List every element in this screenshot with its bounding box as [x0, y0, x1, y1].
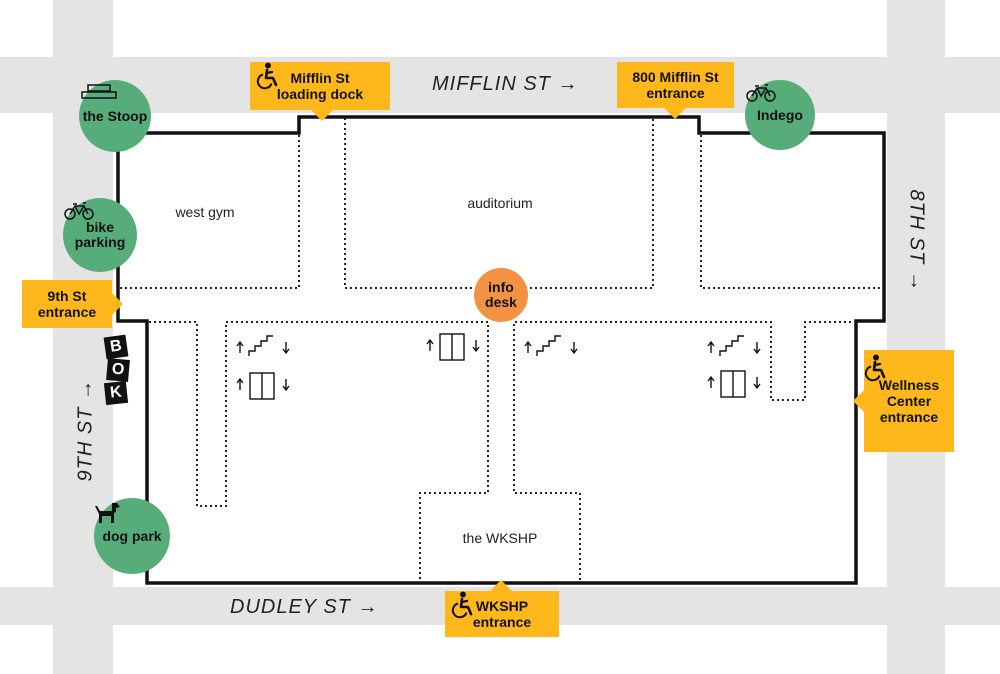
stairs-icon — [707, 335, 761, 356]
entrance-label: Wellness — [878, 377, 940, 393]
elevator-icon — [426, 333, 480, 361]
entrance-pointer — [311, 110, 333, 121]
info-label: desk — [485, 294, 517, 310]
street-mifflin — [0, 57, 1000, 113]
entrance-label: entrance — [879, 409, 939, 425]
place-the-stoop[interactable]: the Stoop — [79, 80, 151, 152]
east-room-wall — [700, 135, 882, 289]
street-label-9th: 9TH ST → — [74, 379, 97, 482]
entrance-label: entrance — [37, 304, 97, 320]
room-wkshp: the WKSHP — [462, 530, 538, 546]
room-auditorium: auditorium — [467, 195, 533, 211]
entrance-pointer — [490, 580, 512, 591]
bok-sign-letter: O — [106, 358, 130, 382]
entrance-label: Center — [886, 393, 932, 409]
entrance-pointer — [853, 390, 864, 412]
street-8th — [887, 0, 945, 674]
stairs-icon — [524, 335, 578, 356]
elevator-icon — [236, 372, 290, 400]
street-label-dudley: DUDLEY ST → — [230, 596, 379, 618]
entrance-label: entrance — [646, 85, 705, 101]
place-label: Indego — [757, 106, 803, 123]
bicycle-icon — [746, 84, 776, 102]
building-outline — [116, 115, 886, 585]
street-label-mifflin: MIFFLIN ST → — [432, 73, 579, 95]
west-gym-wall — [120, 135, 300, 289]
place-dog-park[interactable]: dog park — [94, 498, 170, 574]
entrance-9th-st[interactable]: 9th St entrance — [22, 280, 112, 328]
info-label: info — [488, 279, 514, 295]
west-corridor-wall — [149, 321, 489, 580]
accessible-icon — [451, 591, 473, 619]
place-label: bike — [85, 219, 114, 235]
entrance-pointer — [112, 293, 123, 315]
entrance-label: 800 Mifflin St — [632, 69, 719, 85]
entrance-label: loading dock — [276, 86, 364, 102]
stairs-icon — [236, 335, 290, 356]
place-label: parking — [74, 234, 126, 250]
street-label-8th: 8TH ST → — [905, 189, 928, 292]
stoop-steps-icon — [81, 84, 117, 99]
place-bike-parking[interactable]: bike parking — [63, 198, 137, 272]
entrance-800-mifflin[interactable]: 800 Mifflin St entrance — [617, 62, 734, 108]
place-indego[interactable]: Indego — [745, 80, 815, 150]
auditorium-wall — [344, 118, 654, 289]
room-west-gym: west gym — [175, 204, 235, 220]
entrance-label: entrance — [472, 614, 532, 630]
entrance-label: 9th St — [47, 288, 87, 304]
elevator-icon — [707, 370, 761, 398]
bicycle-icon — [64, 202, 94, 220]
bok-sign-letter: K — [103, 380, 129, 406]
accessible-icon — [864, 354, 886, 382]
entrance-wellness-center[interactable]: Wellness Center entrance — [864, 350, 954, 452]
place-label: dog park — [102, 527, 162, 544]
entrance-label: Mifflin St — [290, 70, 350, 86]
place-label: the Stoop — [82, 107, 148, 124]
entrance-mifflin-loading-dock[interactable]: Mifflin St loading dock — [250, 62, 390, 110]
entrance-wkshp[interactable]: WKSHP entrance — [445, 591, 559, 637]
accessible-icon — [256, 62, 278, 90]
east-corridor-wall — [513, 321, 854, 580]
entrance-label: WKSHP — [475, 598, 529, 614]
dog-icon — [95, 503, 120, 523]
info-desk[interactable]: info desk — [474, 268, 528, 322]
entrance-pointer — [664, 108, 686, 119]
bok-sign-letter: B — [103, 334, 129, 360]
